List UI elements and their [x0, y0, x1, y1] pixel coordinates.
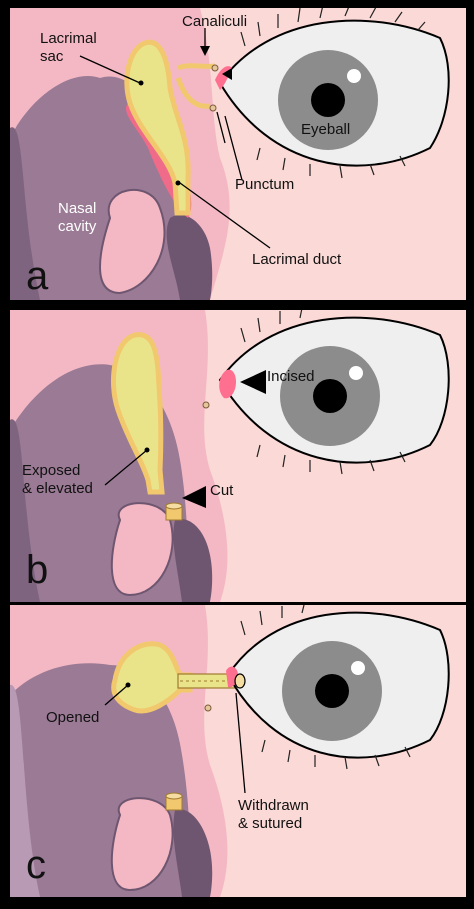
panel-letter-c: c	[26, 843, 46, 887]
label-punctum: Punctum	[235, 176, 295, 193]
label-eyeball: Eyeball	[301, 121, 351, 138]
label-lacrimal-duct: Lacrimal duct	[252, 251, 342, 268]
dissection-illustration	[10, 310, 466, 602]
label-exposed-elevated: Exposed& elevated	[22, 462, 93, 497]
panel-letter-b: b	[26, 548, 49, 592]
label-withdrawn-sutured: Withdrawn& sutured	[238, 797, 309, 832]
label-cut: Cut	[210, 482, 234, 499]
label-opened: Opened	[46, 709, 100, 726]
panel-c: Opened Withdrawn& sutured c	[10, 605, 466, 897]
panel-b: Incised Exposed& elevated Cut b	[10, 310, 466, 602]
label-canaliculi: Canaliculi	[182, 13, 248, 30]
label-incised: Incised	[267, 368, 315, 385]
lacrimal-anatomy-illustration	[10, 8, 466, 300]
dacryocystorhinostomy-illustration	[10, 605, 466, 897]
panel-letter-a: a	[26, 254, 49, 298]
